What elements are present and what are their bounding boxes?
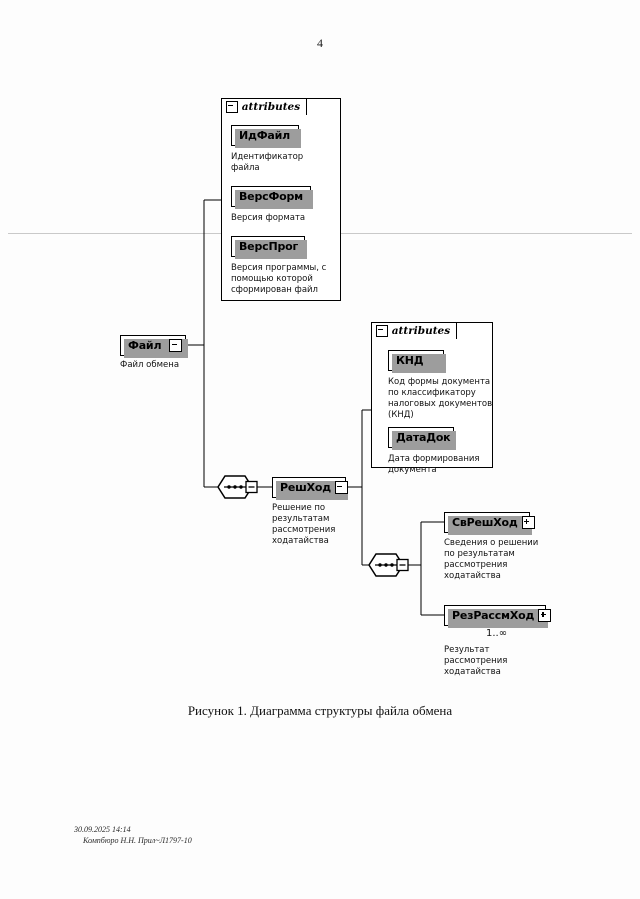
node-label: ДатаДок	[396, 431, 451, 444]
collapse-minus-icon[interactable]	[169, 339, 182, 352]
expand-plus-icon[interactable]	[538, 609, 552, 622]
node-label: КНД	[396, 354, 424, 367]
attributes-tab-label-1: attributes	[241, 100, 301, 113]
expand-plus-icon[interactable]	[521, 516, 535, 529]
node-label: РешХод	[280, 481, 331, 494]
collapse-minus-icon[interactable]	[334, 481, 348, 494]
sequence-compositor-icon-2	[368, 553, 409, 577]
node-svreshhod[interactable]: СвРешХод	[444, 512, 535, 535]
collapse-minus-icon[interactable]	[225, 100, 238, 113]
footer-reference: Компбюро Н.Н. Прил~Л1797-10	[83, 836, 192, 845]
attributes-tab-label-2: attributes	[391, 324, 451, 337]
node-idfail[interactable]: ИдФайл	[231, 125, 301, 148]
attributes-tab-1[interactable]: attributes	[220, 97, 307, 115]
connector-lines	[186, 199, 444, 616]
node-caption-versprog: Версия программы, с помощью которой сфор…	[231, 263, 327, 295]
page-number: 4	[317, 36, 323, 50]
node-rezrassmhod[interactable]: РезРассмХод	[444, 605, 552, 628]
node-fail[interactable]: Файл	[120, 335, 188, 358]
node-caption-idfail: Идентификатор файла	[231, 152, 304, 173]
node-caption-fail: Файл обмена	[120, 360, 180, 370]
node-label: ИдФайл	[239, 129, 290, 142]
node-reshhod[interactable]: РешХод	[272, 477, 348, 500]
node-caption-versform: Версия формата	[231, 213, 306, 223]
node-label: РезРассмХод	[452, 609, 535, 622]
footer-timestamp: 30.09.2025 14:14	[74, 825, 131, 834]
attributes-tab-2[interactable]: attributes	[370, 321, 457, 339]
node-label: СвРешХод	[452, 516, 518, 529]
node-versform[interactable]: ВерсФорм	[231, 186, 313, 209]
sequence-compositor-icon-1	[217, 475, 258, 499]
collapse-minus-icon[interactable]	[375, 324, 388, 337]
node-label: ВерсФорм	[239, 190, 303, 203]
node-caption-knd: Код формы документа по классификатору на…	[388, 377, 493, 420]
node-caption-datadok: Дата формирования документа	[388, 454, 480, 475]
node-datadok[interactable]: ДатаДок	[388, 427, 456, 450]
node-label: Файл	[128, 339, 162, 352]
page-footer: 30.09.2025 14:14 Компбюро Н.Н. Прил~Л179…	[74, 824, 192, 846]
multiplicity-label-rezrassmhod: 1..∞	[486, 628, 508, 639]
node-caption-reshhod: Решение по результатам рассмотрения хода…	[272, 503, 336, 546]
node-knd[interactable]: КНД	[388, 350, 446, 373]
node-caption-svreshhod: Сведения о решении по результатам рассмо…	[444, 538, 539, 581]
figure-caption: Рисунок 1. Диаграмма структуры файла обм…	[187, 703, 453, 718]
node-versprog[interactable]: ВерсПрог	[231, 236, 307, 259]
node-caption-rezrassmhod: Результат рассмотрения ходатайства	[444, 645, 508, 677]
node-label: ВерсПрог	[239, 240, 299, 253]
xsd-structure-diagram: attributes ИдФайл Идентификатор файла Ве…	[120, 97, 552, 677]
